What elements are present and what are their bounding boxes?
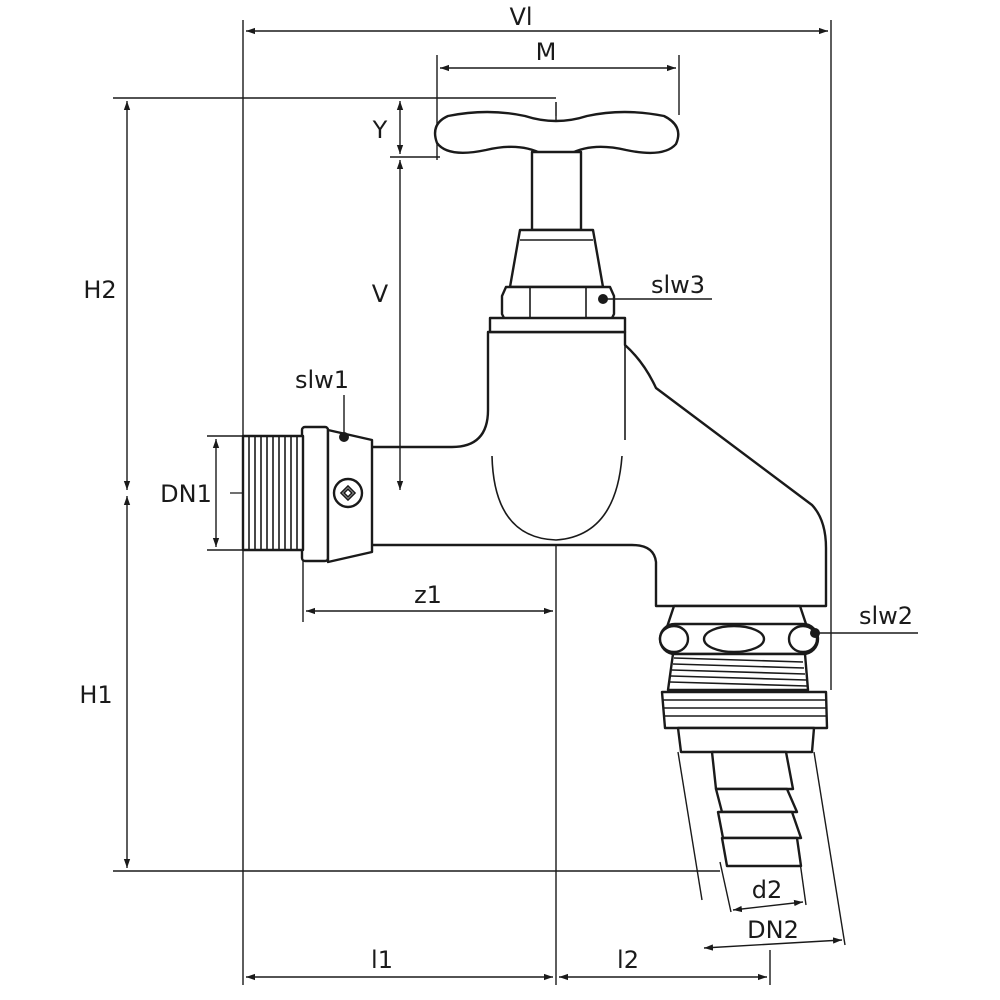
label-slw2: slw2 [859, 602, 913, 630]
dim-dn2 [703, 937, 843, 951]
label-h2: H2 [83, 276, 116, 304]
outlet-thread [669, 657, 808, 687]
label-vl: Vl [509, 3, 532, 31]
hose-barb [710, 750, 803, 868]
outlet-assembly [658, 604, 829, 868]
brand-logo-icon [332, 477, 364, 509]
inlet-thread [248, 436, 298, 550]
handle-assembly [433, 110, 680, 334]
label-slw3: slw3 [651, 271, 705, 299]
label-dn2: DN2 [747, 916, 799, 944]
label-slw1: slw1 [295, 366, 349, 394]
label-z1: z1 [414, 581, 442, 609]
label-v: V [372, 280, 389, 308]
label-dn1: DN1 [160, 480, 212, 508]
label-h1: H1 [79, 681, 112, 709]
dim-d2 [732, 899, 804, 913]
inlet-coupling [241, 425, 374, 564]
label-d2: d2 [752, 876, 783, 904]
label-l1: l1 [371, 946, 393, 974]
dimension-lines [123, 27, 843, 981]
label-l2: l2 [617, 946, 639, 974]
faucet-body [358, 330, 828, 608]
leaders [339, 294, 918, 638]
labels: Vl M Y V H2 H1 DN1 slw1 slw3 slw2 z1 d2 … [79, 3, 913, 974]
label-m: M [536, 38, 557, 66]
label-y: Y [372, 116, 388, 144]
